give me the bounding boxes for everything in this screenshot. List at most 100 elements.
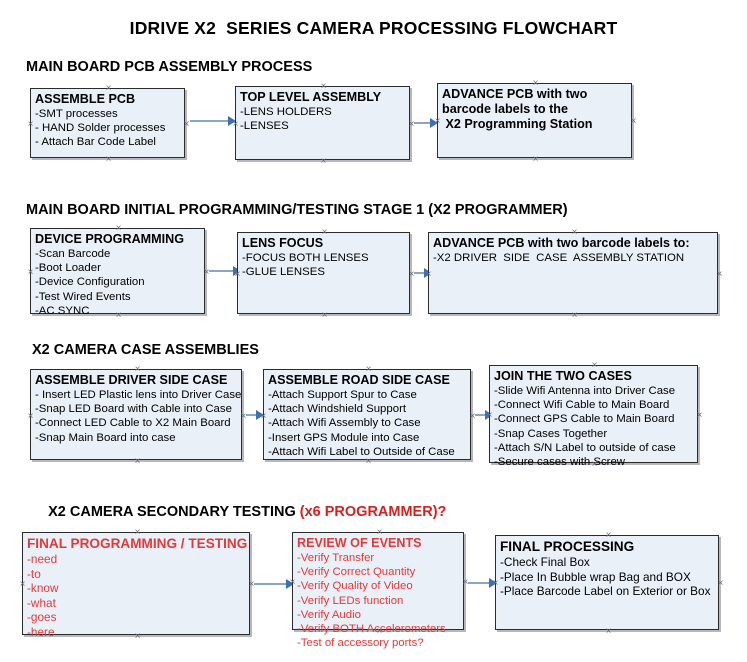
handle-bottom[interactable] bbox=[375, 627, 384, 636]
handle-top[interactable] bbox=[104, 84, 113, 93]
node-line: -Attach S/N Label to outside of case bbox=[494, 441, 676, 454]
node-line: -Snap Cases Together bbox=[494, 427, 608, 440]
node-line: -Attach Windshield Support bbox=[268, 403, 407, 416]
handle-left[interactable] bbox=[26, 268, 35, 277]
node-line: -Connect GPS Cable to Main Board bbox=[494, 413, 675, 426]
handle-right[interactable] bbox=[716, 579, 725, 588]
handle-bottom[interactable] bbox=[604, 627, 613, 636]
handle-bottom[interactable] bbox=[319, 157, 328, 166]
node-top-level-assembly[interactable]: TOP LEVEL ASSEMBLY -LENS HOLDERS -LENSES bbox=[235, 86, 410, 160]
node-line: -Snap Main Board into case bbox=[35, 431, 176, 444]
node-line: -Verify Quality of Video bbox=[297, 580, 413, 593]
node-line: -Place Barcode Label on Exterior or Box bbox=[500, 584, 711, 599]
handle-top[interactable] bbox=[133, 528, 142, 537]
handle-left[interactable] bbox=[424, 270, 433, 279]
node-title: JOIN THE TWO CASES bbox=[494, 369, 632, 383]
node-line: -what bbox=[27, 595, 56, 610]
node-line: -here bbox=[27, 624, 55, 639]
node-final-processing[interactable]: FINAL PROCESSING -Check Final Box -Place… bbox=[495, 535, 719, 630]
node-line: -Insert GPS Module into Case bbox=[268, 431, 420, 444]
handle-left[interactable] bbox=[259, 412, 268, 421]
node-line: -AC SYNC bbox=[35, 304, 90, 317]
node-line: -to bbox=[27, 566, 41, 581]
node-assemble-pcb[interactable]: ASSEMBLE PCB -SMT processes - HAND Solde… bbox=[30, 88, 185, 158]
node-line: -Verify BOTH Accelerometers bbox=[297, 623, 446, 636]
section-heading-x2-camera-secondary-testing: X2 CAMERA SECONDARY TESTING (x6 PROGRAMM… bbox=[32, 488, 446, 536]
node-line: -Connect LED Cable to X2 Main Board bbox=[35, 417, 231, 430]
node-line: -Device Configuration bbox=[35, 276, 145, 289]
handle-bottom[interactable] bbox=[320, 311, 329, 320]
section-heading-text: X2 CAMERA SECONDARY TESTING bbox=[48, 504, 300, 520]
handle-left[interactable] bbox=[26, 120, 35, 129]
node-line: -LENSES bbox=[240, 120, 289, 133]
node-line: barcode labels to the bbox=[442, 102, 568, 116]
node-line: -Boot Loader bbox=[35, 262, 101, 275]
handle-top[interactable] bbox=[319, 82, 328, 91]
connector-review-of-events-to-final-processing bbox=[468, 582, 496, 584]
node-title: ADVANCE PCB with two bbox=[442, 87, 588, 101]
node-lens-focus[interactable]: LENS FOCUS -FOCUS BOTH LENSES -GLUE LENS… bbox=[237, 232, 410, 314]
node-final-programming-testing[interactable]: FINAL PROGRAMMING / TESTING -need -to -k… bbox=[22, 532, 250, 639]
handle-right[interactable] bbox=[629, 117, 638, 126]
node-line: -Test Wired Events bbox=[35, 290, 131, 303]
node-line: -Verify Transfer bbox=[297, 552, 375, 564]
handle-right[interactable] bbox=[715, 270, 724, 279]
node-advance-pcb-x2-programming-station[interactable]: ADVANCE PCB with two barcode labels to t… bbox=[437, 83, 632, 158]
handle-top[interactable] bbox=[133, 365, 142, 374]
node-line: -Slide Wifi Antenna into Driver Case bbox=[494, 385, 676, 397]
handle-top[interactable] bbox=[531, 79, 540, 88]
node-join-the-two-cases[interactable]: JOIN THE TWO CASES -Slide Wifi Antenna i… bbox=[489, 365, 698, 468]
handle-left[interactable] bbox=[231, 120, 240, 129]
node-assemble-road-side-case[interactable]: ASSEMBLE ROAD SIDE CASE -Attach Support … bbox=[263, 369, 471, 460]
handle-bottom[interactable] bbox=[590, 460, 599, 469]
handle-bottom[interactable] bbox=[114, 311, 123, 320]
handle-top[interactable] bbox=[364, 365, 373, 374]
connector-final-programming-to-review-of-events bbox=[254, 583, 292, 585]
node-line: -Attach Support Spur to Case bbox=[268, 389, 417, 401]
handle-left[interactable] bbox=[485, 411, 494, 420]
handle-bottom[interactable] bbox=[133, 632, 142, 641]
node-line: -Place In Bubble wrap Bag and BOX bbox=[500, 569, 691, 584]
node-review-of-events[interactable]: REVIEW OF EVENTS -Verify Transfer -Verif… bbox=[292, 532, 464, 649]
handle-top[interactable] bbox=[375, 528, 384, 537]
handle-bottom[interactable] bbox=[104, 155, 113, 164]
handle-top[interactable] bbox=[604, 531, 613, 540]
node-title: ASSEMBLE ROAD SIDE CASE bbox=[268, 373, 450, 387]
node-title: TOP LEVEL ASSEMBLY bbox=[240, 90, 382, 104]
connector-top-level-to-advance-pcb bbox=[414, 122, 436, 124]
handle-right[interactable] bbox=[695, 411, 704, 420]
handle-left[interactable] bbox=[491, 579, 500, 588]
node-line: -Verify Audio bbox=[297, 608, 361, 621]
connector-device-programming-to-lens-focus bbox=[209, 270, 239, 272]
handle-left[interactable] bbox=[26, 412, 35, 421]
handle-top[interactable] bbox=[570, 228, 579, 237]
handle-left[interactable] bbox=[433, 117, 442, 126]
handle-bottom[interactable] bbox=[531, 155, 540, 164]
node-title: DEVICE PROGRAMMING bbox=[35, 232, 185, 246]
node-assemble-driver-side-case[interactable]: ASSEMBLE DRIVER SIDE CASE - Insert LED P… bbox=[30, 369, 242, 460]
node-title: ASSEMBLE PCB bbox=[35, 92, 136, 106]
node-line: -need bbox=[27, 552, 58, 566]
node-line: -Attach Wifi Label to Outside of Case bbox=[268, 445, 455, 458]
node-title: FINAL PROCESSING bbox=[500, 539, 635, 554]
node-line: -goes bbox=[27, 610, 57, 625]
handle-bottom[interactable] bbox=[133, 457, 142, 466]
handle-bottom[interactable] bbox=[364, 457, 373, 466]
handle-top[interactable] bbox=[590, 361, 599, 370]
node-line: - Insert LED Plastic lens into Driver Ca… bbox=[35, 389, 242, 401]
node-line: -know bbox=[27, 581, 59, 596]
node-line: -Connect Wifi Cable to Main Board bbox=[494, 399, 670, 412]
node-line: -LENS HOLDERS bbox=[240, 106, 332, 118]
node-line: -Attach Wifi Assembly to Case bbox=[268, 417, 421, 430]
handle-top[interactable] bbox=[320, 228, 329, 237]
handle-left[interactable] bbox=[18, 580, 27, 589]
handle-left[interactable] bbox=[233, 270, 242, 279]
node-advance-pcb-driver-side-case[interactable]: ADVANCE PCB with two barcode labels to: … bbox=[428, 232, 718, 314]
connector-road-case-to-join-cases bbox=[475, 414, 491, 416]
handle-bottom[interactable] bbox=[570, 311, 579, 320]
section-heading-main-board-pcb-assembly: MAIN BOARD PCB ASSEMBLY PROCESS bbox=[26, 59, 313, 75]
node-title: FINAL PROGRAMMING / TESTING bbox=[27, 536, 248, 551]
handle-top[interactable] bbox=[114, 224, 123, 233]
node-device-programming[interactable]: DEVICE PROGRAMMING -Scan Barcode -Boot L… bbox=[30, 228, 205, 317]
handle-left[interactable] bbox=[288, 578, 297, 587]
